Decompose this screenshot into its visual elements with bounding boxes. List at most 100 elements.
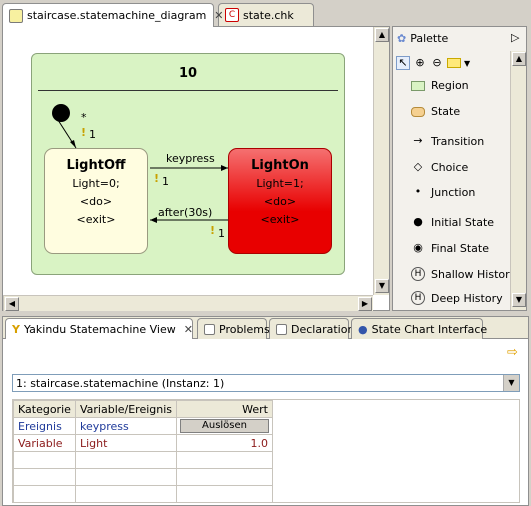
close-icon[interactable]: ✕ bbox=[214, 9, 224, 22]
final-state-icon: ◉ bbox=[413, 241, 423, 254]
tab-label: Declaration bbox=[291, 322, 355, 336]
palette-item-label: Transition bbox=[431, 134, 485, 148]
arrow-icon: → bbox=[413, 134, 423, 147]
palette-toolbar: ↖ ⊕ ⊖ ▼ bbox=[396, 53, 508, 73]
chevron-down-icon[interactable]: ▼ bbox=[503, 375, 519, 391]
palette-item-label: Initial State bbox=[431, 215, 495, 229]
palette-item-junction[interactable]: • Junction bbox=[411, 185, 476, 199]
transition-label[interactable]: after(30s) bbox=[158, 206, 213, 219]
yakindu-icon: Y bbox=[12, 322, 20, 336]
state-line: Light=1; bbox=[256, 177, 304, 190]
close-icon[interactable]: ✕ bbox=[183, 322, 193, 336]
diamond-icon: ◇ bbox=[413, 160, 423, 173]
palette-header: ✿ Palette bbox=[397, 32, 448, 45]
state-name: LightOn bbox=[251, 158, 309, 173]
column-header-variable[interactable]: Variable/Ereignis bbox=[74, 400, 178, 418]
tab-state-chart-interface[interactable]: ● State Chart Interface bbox=[351, 318, 487, 339]
palette-item-initial-state[interactable]: ● Initial State bbox=[411, 215, 494, 229]
chk-file-icon: C bbox=[225, 8, 239, 22]
palette-item-label: State bbox=[431, 105, 461, 118]
state-line: <exit> bbox=[76, 213, 116, 226]
tab-label: Yakindu Statemachine View bbox=[23, 322, 176, 336]
region-divider bbox=[38, 90, 338, 91]
palette-item-deep-history[interactable]: H Deep History bbox=[411, 291, 503, 305]
palette-item-label: Final State bbox=[431, 241, 489, 255]
tab-declaration[interactable]: Declaration bbox=[269, 318, 354, 339]
vertical-scrollbar[interactable]: ▲ ▼ bbox=[373, 27, 389, 295]
palette-item-label: Region bbox=[431, 79, 469, 92]
priority-icon: ! bbox=[154, 172, 160, 185]
initial-state-icon: ● bbox=[413, 215, 423, 228]
zoom-in-icon[interactable]: ⊕ bbox=[415, 56, 425, 69]
tab-problems[interactable]: Problems bbox=[197, 318, 270, 339]
priority-icon: ! bbox=[81, 126, 87, 139]
palette-scrollbar[interactable]: ▲ ▼ bbox=[510, 51, 526, 310]
horizontal-scrollbar[interactable]: ◀ ▶ bbox=[3, 295, 373, 311]
history-icon: H bbox=[411, 267, 425, 281]
state-line: <exit> bbox=[260, 213, 300, 226]
dropdown-icon[interactable]: ▼ bbox=[464, 58, 471, 68]
column-header-wert[interactable]: Wert bbox=[176, 400, 273, 418]
palette-item-state[interactable]: State bbox=[411, 105, 460, 118]
problems-icon bbox=[204, 323, 215, 335]
scroll-left-icon[interactable]: ◀ bbox=[5, 297, 19, 311]
junction-icon: • bbox=[414, 185, 422, 198]
diagram-file-icon bbox=[9, 8, 23, 23]
palette-item-label: Deep History bbox=[431, 291, 503, 305]
region[interactable]: 10 * ! 1 LightOff Light=0; <do> <exit> L… bbox=[31, 53, 345, 275]
tab-staircase-diagram[interactable]: staircase.statemachine_diagram ✕ bbox=[2, 3, 224, 27]
initial-trigger: * bbox=[81, 111, 87, 124]
state-name: LightOff bbox=[66, 158, 126, 173]
tab-label: State Chart Interface bbox=[371, 322, 488, 336]
state-lighton[interactable]: LightOn Light=1; <do> <exit> bbox=[228, 148, 332, 254]
scroll-up-icon[interactable]: ▲ bbox=[512, 52, 526, 66]
scroll-right-icon[interactable]: ▶ bbox=[358, 297, 372, 311]
scroll-down-icon[interactable]: ▼ bbox=[512, 293, 526, 307]
table-row: Variable Light 1.0 bbox=[13, 434, 273, 452]
state-lightoff[interactable]: LightOff Light=0; <do> <exit> bbox=[44, 148, 148, 254]
palette-item-choice[interactable]: ◇ Choice bbox=[411, 160, 469, 174]
scroll-down-icon[interactable]: ▼ bbox=[375, 279, 389, 293]
state-line: Light=0; bbox=[72, 177, 120, 190]
instance-select-value: 1: staircase.statemachine (Instanz: 1) bbox=[16, 376, 225, 390]
palette-item-region[interactable]: Region bbox=[411, 79, 469, 92]
initial-priority: 1 bbox=[89, 128, 96, 141]
tab-label: staircase.statemachine_diagram bbox=[27, 9, 207, 22]
collapse-icon[interactable]: ▷ bbox=[511, 31, 520, 44]
tab-yakindu-view[interactable]: Y Yakindu Statemachine View ✕ bbox=[5, 318, 193, 339]
table-row: Ereignis keypress Auslösen bbox=[13, 417, 273, 435]
statemachine-view: Y Yakindu Statemachine View ✕ Problems D… bbox=[2, 316, 529, 506]
palette-icon: ✿ bbox=[397, 32, 407, 45]
transition-priority: 1 bbox=[162, 175, 169, 188]
globe-icon: ● bbox=[358, 322, 368, 336]
forward-arrow-icon[interactable]: ⇨ bbox=[507, 345, 518, 360]
transition-lines bbox=[57, 119, 228, 223]
tab-label: state.chk bbox=[243, 8, 294, 22]
region-icon bbox=[411, 80, 425, 91]
cell-name: Light bbox=[74, 434, 178, 452]
palette-item-transition[interactable]: → Transition bbox=[411, 134, 484, 148]
zoom-out-icon[interactable]: ⊖ bbox=[432, 56, 442, 69]
transition-label[interactable]: keypress bbox=[166, 152, 215, 165]
palette-item-final-state[interactable]: ◉ Final State bbox=[411, 241, 489, 255]
palette-item-shallow-history[interactable]: H Shallow History bbox=[411, 267, 516, 281]
palette-panel: ✿ Palette ▷ ↖ ⊕ ⊖ ▼ Region State → Trans… bbox=[392, 26, 527, 311]
diagram-canvas[interactable]: 10 * ! 1 LightOff Light=0; <do> <exit> L… bbox=[2, 26, 390, 311]
initial-state[interactable] bbox=[52, 104, 70, 122]
ausloesen-button[interactable]: Auslösen bbox=[180, 419, 269, 433]
palette-item-label: Choice bbox=[431, 160, 469, 174]
cell-wert[interactable]: 1.0 bbox=[176, 434, 273, 452]
cell-kategorie: Ereignis bbox=[13, 417, 76, 435]
note-icon[interactable] bbox=[447, 58, 461, 68]
tab-label: Problems bbox=[219, 322, 270, 336]
region-label: 10 bbox=[178, 66, 198, 81]
instance-select[interactable]: 1: staircase.statemachine (Instanz: 1) ▼ bbox=[12, 374, 520, 392]
state-line: <do> bbox=[263, 195, 297, 208]
cell-name: keypress bbox=[74, 417, 178, 435]
tab-state-chk[interactable]: C state.chk bbox=[218, 3, 314, 26]
palette-item-label: Shallow History bbox=[431, 267, 517, 281]
transition-priority: 1 bbox=[218, 227, 225, 240]
column-header-kategorie[interactable]: Kategorie bbox=[13, 400, 76, 418]
select-tool-icon[interactable]: ↖ bbox=[396, 56, 410, 70]
scroll-up-icon[interactable]: ▲ bbox=[375, 28, 389, 42]
